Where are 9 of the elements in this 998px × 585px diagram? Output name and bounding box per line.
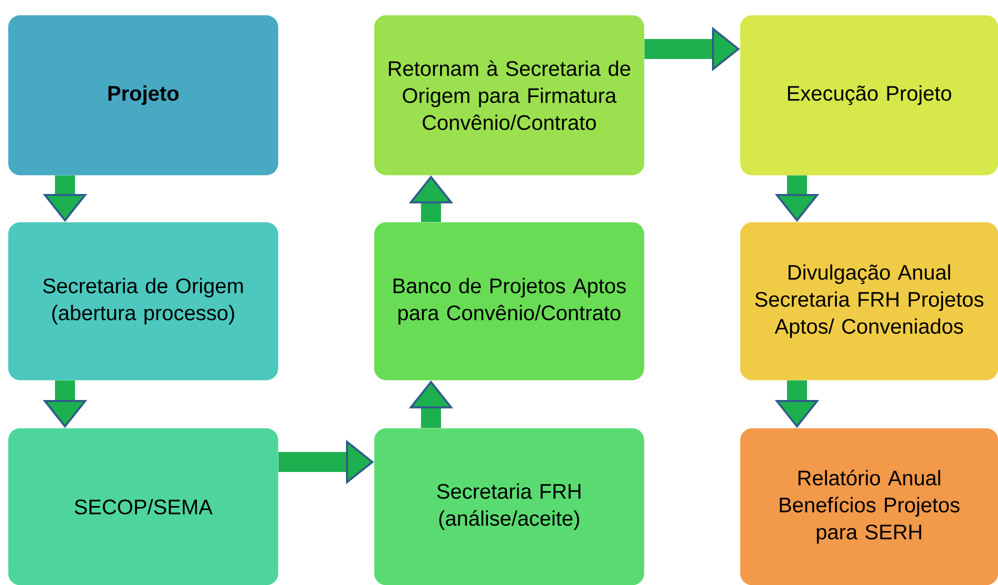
process-box: Secretaria FRH (análise/aceite) — [374, 428, 644, 585]
process-box: Banco de Projetos Aptos para Convênio/Contrato — [374, 222, 644, 380]
process-box: Secretaria de Origem (abertura processo) — [8, 222, 278, 380]
process-box: SECOP/SEMA — [8, 428, 278, 585]
process-box: Relatório Anual Benefícios Projetos para SERH — [740, 428, 998, 585]
process-box: Divulgação Anual Secretaria FRH Projetos Aptos/ Conveniados — [740, 222, 998, 380]
process-box: Projeto — [8, 15, 278, 176]
process-box: Retornam à Secretaria de Origem para Firmatura Convênio/Contrato — [374, 15, 644, 176]
process-box: Execução Projeto — [740, 15, 998, 176]
